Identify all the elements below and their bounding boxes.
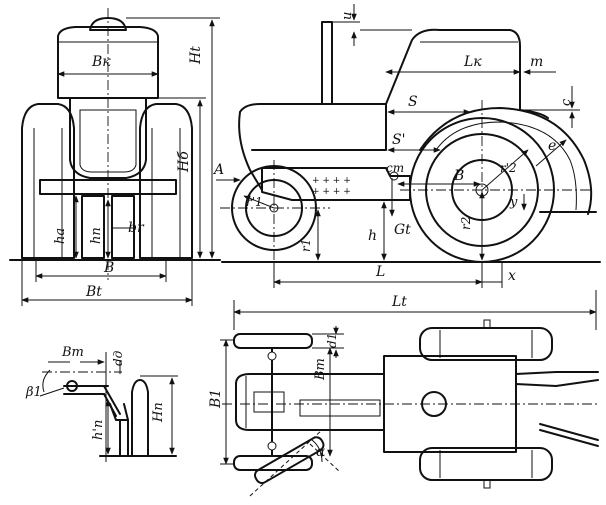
label-L: L	[375, 264, 385, 280]
label-B1: B1	[208, 389, 224, 409]
label-Lk: Lк	[463, 54, 482, 70]
label-Bt: Bt	[85, 284, 102, 300]
label-Gt: Gt	[394, 222, 411, 238]
svg-text:+ + + +: + + + +	[312, 176, 351, 186]
label-r2-prime: r'2	[500, 161, 517, 175]
side-view: + + + + + + + + u Lк m c S	[212, 4, 601, 288]
radiator-cap	[89, 17, 127, 31]
label-S1: S'	[392, 132, 405, 148]
label-d1: d1	[325, 333, 339, 348]
side-hood	[385, 28, 549, 119]
label-r2: r2	[459, 217, 473, 230]
label-m: m	[530, 54, 543, 70]
label-Bk: Bк	[91, 54, 111, 70]
detail-wheel	[131, 379, 149, 457]
label-r1: r1	[299, 239, 313, 252]
label-cm: cm	[386, 161, 404, 175]
top-front-wheel-lower	[233, 455, 313, 471]
label-dd: dд	[111, 350, 125, 366]
top-body	[235, 373, 385, 431]
front-small-wheel-left	[81, 195, 105, 259]
top-view: Lt	[208, 290, 600, 497]
top-front-wheel-upper	[233, 333, 313, 349]
front-right-wheel	[139, 103, 193, 259]
label-x: x	[508, 268, 516, 284]
label-Ht: Ht	[188, 46, 204, 65]
label-Hn: Hп	[151, 402, 166, 423]
label-hn-prime: h'п	[91, 420, 106, 440]
label-B-track: B	[103, 260, 114, 276]
engine-hood	[239, 103, 387, 151]
label-Lt: Lt	[391, 294, 407, 310]
svg-text:+ + + +: + + + +	[312, 187, 351, 197]
exhaust-pipe	[321, 21, 333, 105]
label-y: y	[509, 195, 518, 210]
label-h: h	[368, 228, 377, 244]
front-small-wheel-right	[111, 195, 135, 259]
label-ha: hа	[53, 228, 68, 244]
label-beta: β1	[25, 385, 42, 400]
label-Hb: Hб	[176, 151, 192, 173]
label-br: br	[128, 220, 145, 236]
front-hood	[57, 26, 159, 99]
label-Bm: Bm	[313, 358, 328, 381]
detail-view: Bm dд β1 h'п Hп	[25, 345, 178, 462]
label-A: A	[212, 162, 224, 178]
label-alpha: α	[316, 444, 326, 460]
label-S: S	[408, 94, 418, 110]
label-c: c	[559, 98, 574, 106]
label-hn: hп	[89, 227, 104, 244]
front-left-wheel	[21, 103, 75, 259]
label-Bm-detail: Bm	[61, 345, 84, 360]
label-B-side: B	[453, 168, 464, 184]
front-view: Bк Ht Hб hа hп br B Bt	[9, 8, 221, 306]
label-r1-prime: r'1	[246, 195, 263, 209]
top-steered-wheel	[254, 436, 325, 484]
rear-fender	[419, 107, 593, 215]
label-e: e	[548, 138, 556, 154]
chassis	[261, 167, 411, 201]
label-u: u	[340, 12, 355, 20]
